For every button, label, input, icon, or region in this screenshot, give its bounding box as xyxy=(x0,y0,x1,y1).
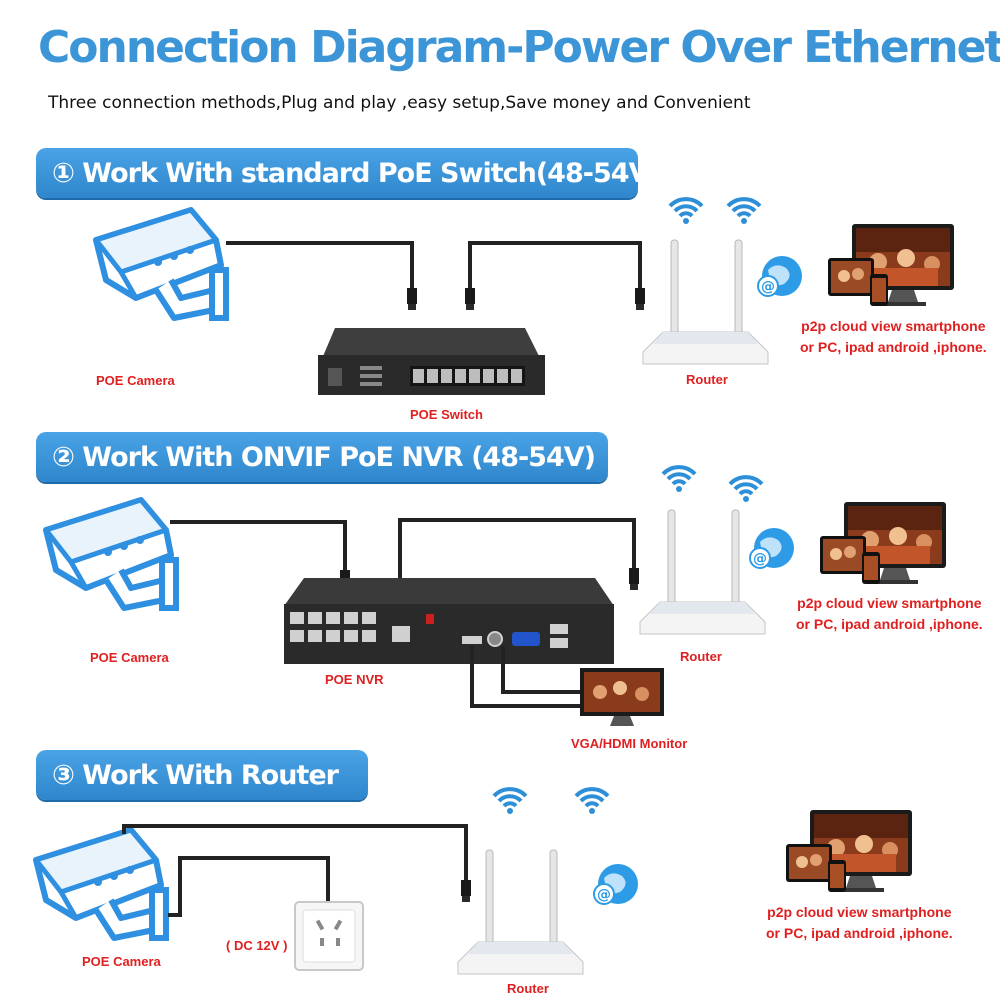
section2-p2p-line1: p2p cloud view smartphone xyxy=(797,595,982,611)
wifi-icon xyxy=(668,197,704,226)
wifi-icon xyxy=(728,475,764,504)
section3-banner-text: ③ Work With Router xyxy=(52,760,339,791)
section1-p2p-text: p2p cloud view smartphone or PC, ipad an… xyxy=(800,316,987,358)
section3-graphics xyxy=(36,787,912,975)
section3-dc-label: ( DC 12V ) xyxy=(226,938,288,953)
vga-monitor-icon xyxy=(580,668,664,726)
router-icon xyxy=(642,239,769,365)
cloud-globe-icon xyxy=(749,527,795,569)
router-icon xyxy=(457,849,584,975)
section1-p2p-line2: or PC, ipad android ,iphone. xyxy=(800,339,987,355)
page-subtitle: Three connection methods,Plug and play ,… xyxy=(48,93,751,113)
section3-p2p-text: p2p cloud view smartphone or PC, ipad an… xyxy=(766,902,953,944)
camera-icon xyxy=(46,500,176,608)
cloud-globe-icon xyxy=(757,255,803,297)
section1-camera-label: POE Camera xyxy=(96,373,175,388)
section3-banner: ③ Work With Router xyxy=(36,750,368,800)
pc-monitor-icon xyxy=(828,224,954,306)
section1-router-label: Router xyxy=(686,372,728,387)
section2-p2p-line2: or PC, ipad android ,iphone. xyxy=(796,616,983,632)
section1-switch-label: POE Switch xyxy=(410,407,483,422)
section2-camera-label: POE Camera xyxy=(90,650,169,665)
nvr-icon xyxy=(284,578,614,664)
wall-socket-icon xyxy=(294,901,364,971)
wifi-icon xyxy=(661,465,697,494)
cloud-globe-icon xyxy=(593,863,639,905)
section1-p2p-line1: p2p cloud view smartphone xyxy=(801,318,986,334)
section3-p2p-line1: p2p cloud view smartphone xyxy=(767,904,952,920)
section1-banner-text: ① Work With standard PoE Switch(48-54V) xyxy=(52,158,661,189)
wifi-icon xyxy=(492,787,528,816)
wifi-icon xyxy=(726,197,762,226)
section3-camera-label: POE Camera xyxy=(82,954,161,969)
section2-nvr-label: POE NVR xyxy=(325,672,384,687)
page-title: Connection Diagram-Power Over Ethernet xyxy=(38,22,1000,73)
section2-graphics xyxy=(46,465,946,726)
section1-graphics xyxy=(96,197,954,395)
wifi-icon xyxy=(574,787,610,816)
camera-icon xyxy=(36,830,166,938)
camera-icon xyxy=(96,210,226,318)
section3-router-label: Router xyxy=(507,981,549,996)
section3-p2p-line2: or PC, ipad android ,iphone. xyxy=(766,925,953,941)
section1-banner: ① Work With standard PoE Switch(48-54V) xyxy=(36,148,661,198)
poe-switch-icon xyxy=(318,328,545,395)
section2-router-label: Router xyxy=(680,649,722,664)
section2-p2p-text: p2p cloud view smartphone or PC, ipad an… xyxy=(796,593,983,635)
pc-monitor-icon xyxy=(786,810,912,892)
section2-monitor-label: VGA/HDMI Monitor xyxy=(571,736,688,751)
section2-banner: ② Work With ONVIF PoE NVR (48-54V) xyxy=(36,432,608,482)
pc-monitor-icon xyxy=(820,502,946,584)
router-icon xyxy=(639,509,766,635)
section2-banner-text: ② Work With ONVIF PoE NVR (48-54V) xyxy=(52,442,596,473)
